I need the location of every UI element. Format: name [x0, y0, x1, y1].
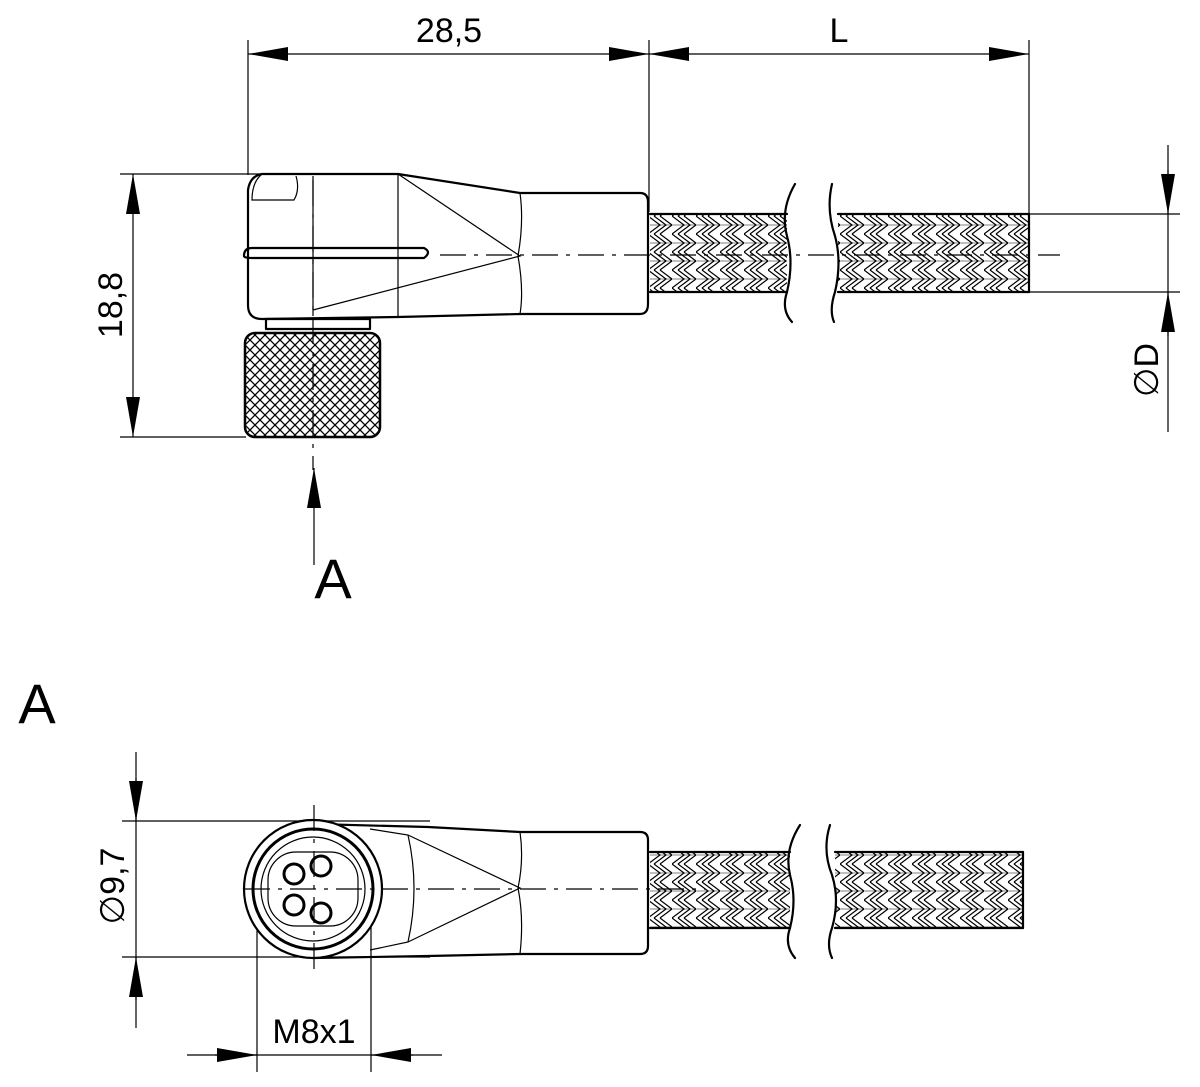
contact-pin-2	[309, 854, 333, 878]
dim-label-cable-length: L	[830, 12, 849, 50]
dim-label-cable-diameter: ∅D	[1128, 343, 1166, 397]
contact-pin-3	[282, 893, 306, 917]
dim-label-connector-length: 28,5	[416, 12, 482, 50]
housing-slot	[242, 246, 430, 260]
dim-label-thread: M8x1	[272, 1013, 355, 1051]
end-view: A ∅9,7 M8x1	[18, 672, 1025, 1072]
braided-cable	[835, 852, 1023, 928]
dim-label-height: 18,8	[92, 272, 130, 338]
housing-edge	[517, 831, 523, 955]
housing-taper-line	[407, 834, 522, 943]
housing-taper-line	[312, 173, 522, 311]
housing-edge	[517, 192, 523, 315]
braided-cable	[838, 214, 1029, 292]
contact-pin-1	[282, 862, 306, 886]
cable-break-line	[825, 823, 838, 960]
braided-cable	[650, 852, 790, 928]
housing-edge	[251, 173, 299, 201]
connector-housing	[246, 172, 650, 321]
dim-label-diameter: ∅9,7	[94, 848, 132, 925]
view-arrow-label: A	[314, 547, 352, 610]
contact-pin-4	[309, 901, 333, 925]
cable-break-line	[786, 823, 802, 960]
connector-housing	[312, 822, 650, 960]
braided-cable	[650, 214, 787, 292]
cable-break-line	[828, 182, 840, 324]
end-view-title: A	[18, 672, 56, 735]
connector-neck	[264, 317, 372, 331]
side-view: 28,5 L 18,8 ∅D	[92, 12, 1180, 610]
cable-break-line	[783, 182, 797, 324]
housing-edge	[369, 828, 415, 951]
